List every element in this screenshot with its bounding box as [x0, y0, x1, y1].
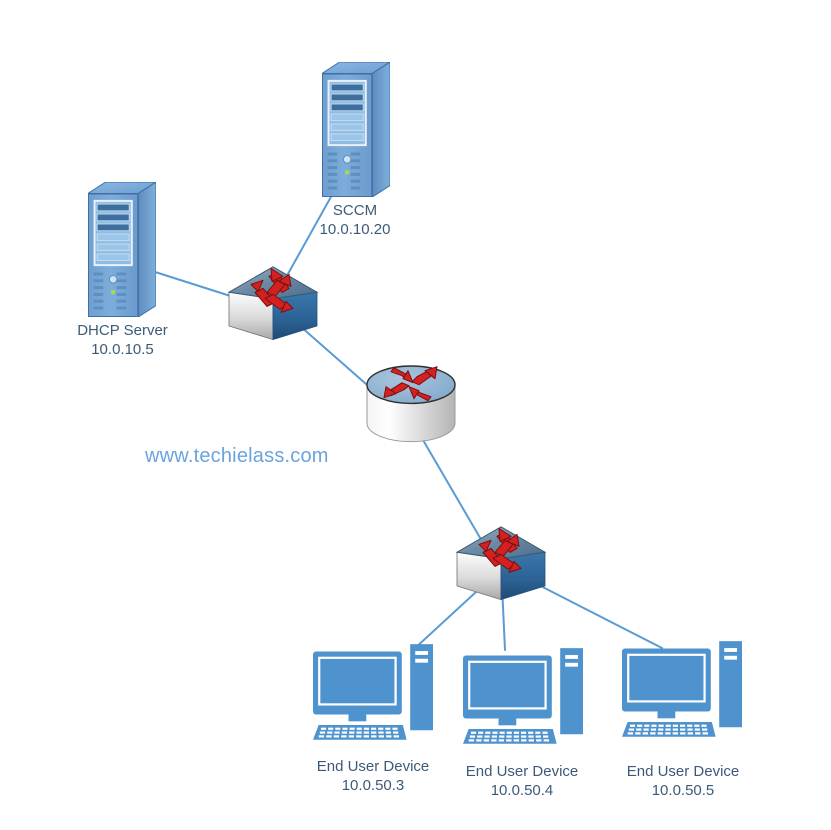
node-ip-text: 10.0.10.5 [91, 341, 154, 358]
node-router[interactable] [365, 363, 457, 448]
node-name-text: DHCP Server [77, 322, 168, 339]
node-pc1[interactable] [313, 641, 433, 746]
server-icon [320, 61, 392, 202]
node-sccm[interactable] [320, 61, 392, 198]
router-icon [365, 363, 457, 453]
pc-icon [463, 645, 583, 755]
pc-icon [313, 641, 433, 751]
watermark-text: www.techielass.com [145, 445, 329, 467]
node-switch-core[interactable] [227, 262, 319, 342]
node-name-text: SCCM [332, 202, 378, 219]
connection-line [422, 439, 487, 549]
node-switch-access[interactable] [455, 522, 547, 602]
node-label-pc2: End User Device 10.0.50.4 [456, 762, 588, 800]
node-label-dhcp: DHCP Server 10.0.10.5 [60, 321, 185, 359]
connection-line [283, 194, 333, 282]
node-name-text: End User Device [316, 758, 430, 775]
node-ip-text: 10.0.50.3 [341, 777, 405, 794]
node-label-sccm: SCCM 10.0.10.20 [295, 201, 415, 239]
switch-icon [455, 522, 547, 607]
connection-line [524, 577, 663, 649]
node-pc3[interactable] [622, 638, 742, 743]
node-name-text: End User Device [626, 763, 740, 780]
connection-line [151, 270, 244, 301]
node-dhcp[interactable] [86, 181, 158, 318]
switch-icon [227, 262, 319, 347]
node-name-text: End User Device [465, 763, 579, 780]
node-ip-text: 10.0.50.5 [651, 782, 715, 799]
node-ip-text: 10.0.50.4 [490, 782, 554, 799]
node-pc2[interactable] [463, 645, 583, 750]
node-label-pc3: End User Device 10.0.50.5 [617, 762, 749, 800]
node-ip-text: 10.0.10.20 [319, 221, 391, 238]
server-icon [86, 181, 158, 322]
node-label-pc1: End User Device 10.0.50.3 [307, 757, 439, 795]
pc-icon [622, 638, 742, 748]
